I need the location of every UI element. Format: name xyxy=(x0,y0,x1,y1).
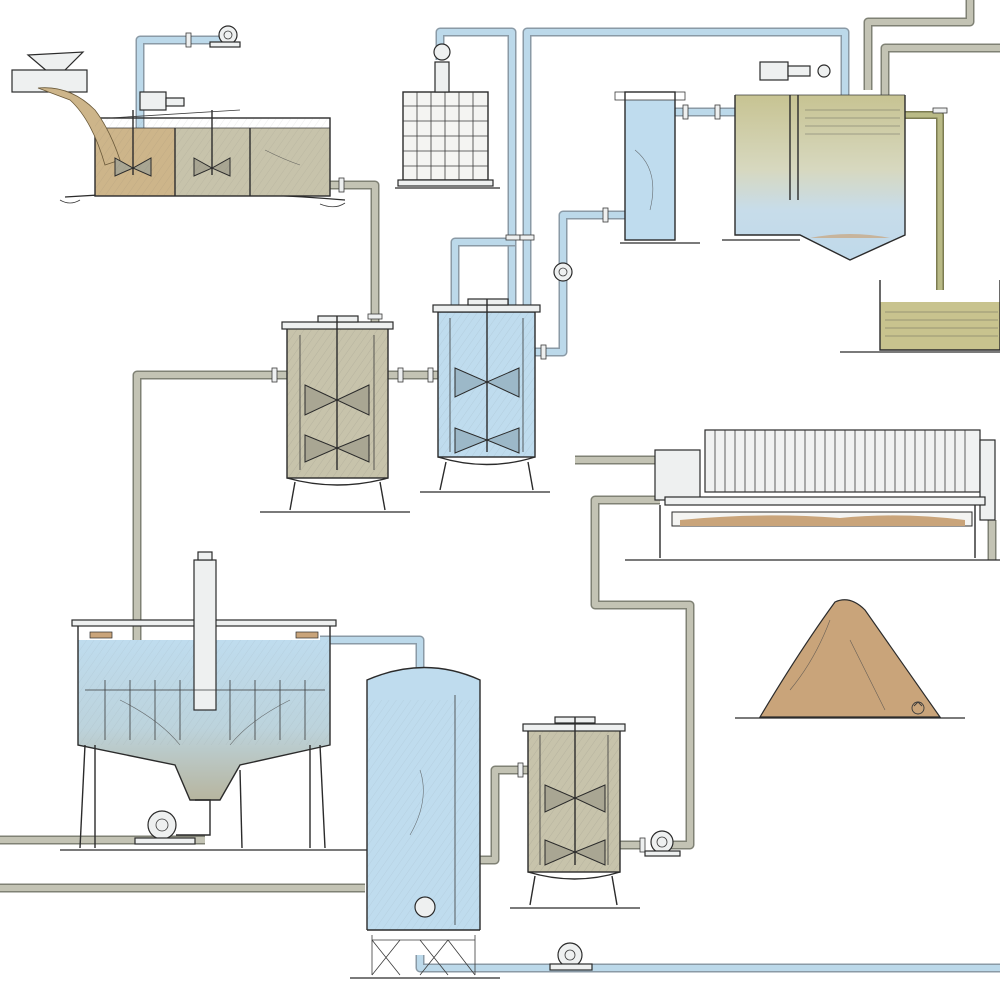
hopper-mixing-tank xyxy=(11,51,346,208)
olive-collection-basin xyxy=(840,280,1000,353)
stirred-tank-small xyxy=(510,716,640,909)
pump-filter-feed xyxy=(644,830,681,857)
thickener xyxy=(60,551,370,851)
stirred-tank-blue xyxy=(420,298,550,493)
pump-bottom-outlet xyxy=(549,942,593,971)
filter-press xyxy=(625,429,1000,561)
stirred-tank-grey xyxy=(260,315,410,513)
pump-top-left xyxy=(209,25,241,48)
pump-blue-riser xyxy=(553,262,573,282)
ibc-container xyxy=(395,43,500,189)
pipe-flanges xyxy=(185,32,948,853)
sedimentation-clarifier xyxy=(620,61,906,261)
recycle-icon xyxy=(911,701,925,715)
sludge-pile xyxy=(735,599,965,719)
vertical-storage-tank xyxy=(350,666,500,979)
clear-water-tank xyxy=(614,91,686,241)
